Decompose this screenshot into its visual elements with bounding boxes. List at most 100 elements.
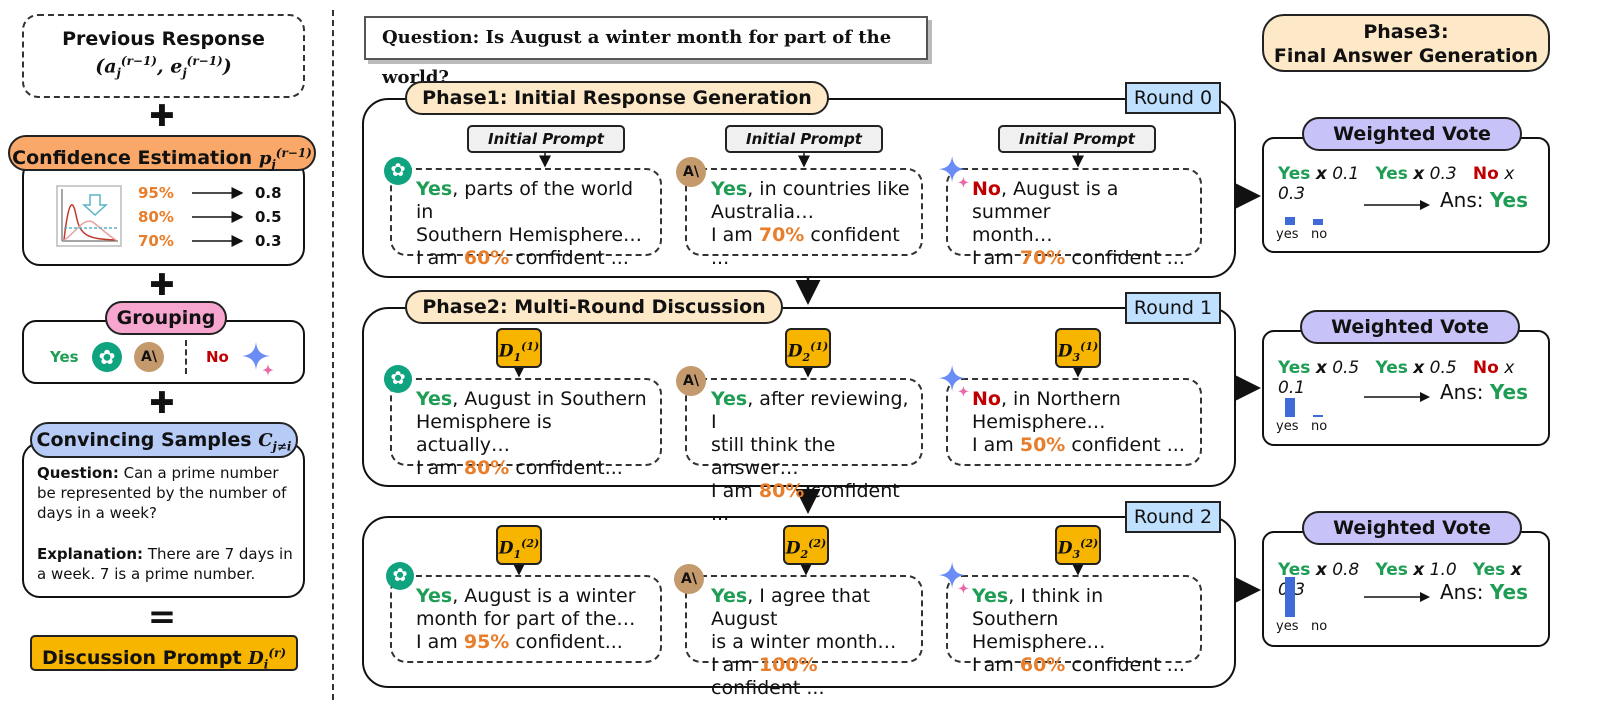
vote-answer-value: Yes (1489, 580, 1528, 604)
phase3-title-line1: Phase3: (1363, 21, 1449, 43)
convincing-samples-box (22, 442, 305, 598)
response-r1-gemini: No, in Northern Hemisphere… I am 50% con… (946, 378, 1202, 466)
vote-weights-round1: Yes x 0.5 Yes x 0.5 No x 0.1 (1278, 358, 1515, 398)
discussion-prompt-d2-r1: D2(1) (785, 328, 831, 368)
question-label: Question: (382, 27, 480, 48)
vote-bar-no-label: no (1311, 419, 1328, 434)
claude-avatar-icon: A\ (676, 157, 706, 187)
phase3-title-line2: Final Answer Generation (1273, 45, 1539, 67)
confidence-arrows (192, 187, 244, 247)
confidence-from-1: 95% (138, 184, 174, 202)
confidence-estimation-title: Confidence Estimation (12, 147, 253, 169)
vote-bar-no-label: no (1311, 227, 1328, 242)
discussion-prompt-d2-r2: D2(2) (783, 525, 829, 565)
vote-answer: Ans: Yes (1440, 380, 1528, 404)
convincing-samples-title: Convincing Samples (36, 429, 252, 451)
equals-sign: = (147, 597, 177, 637)
previous-response-formula: (aj(r−1), ej(r−1)) (95, 54, 232, 81)
grouping-title: Grouping (116, 307, 216, 329)
discussion-prompt-title: Discussion Prompt (41, 647, 242, 669)
phase2-header: Phase2: Multi-Round Discussion (405, 290, 783, 324)
vote-answer-value: Yes (1489, 380, 1528, 404)
vote-header-round2: Weighted Vote (1302, 511, 1522, 545)
previous-response-title: Previous Response (62, 28, 265, 50)
grouping-header: Grouping (105, 301, 227, 335)
vote-result-arrow (1364, 592, 1430, 602)
discussion-prompt-box: Discussion Prompt Di(r) (30, 635, 298, 672)
response-r0-gpt: Yes, parts of the world in Southern Hemi… (390, 168, 662, 269)
initial-prompt-gpt: Initial Prompt (467, 125, 625, 153)
vote-header-round1: Weighted Vote (1300, 310, 1520, 344)
confidence-to-3: 0.3 (255, 232, 282, 250)
grouping-yes-label: Yes (50, 348, 79, 366)
vote-panel-round1 (1262, 330, 1550, 446)
vote-bar-no-label: no (1311, 619, 1328, 634)
vote-weights-round0: Yes x 0.1 Yes x 0.3 No x 0.3 (1278, 164, 1515, 204)
claude-logo-icon: A\ (134, 342, 164, 372)
gemini-avatar-icon (938, 561, 970, 594)
phase2-title: Phase2: Multi-Round Discussion (422, 296, 766, 318)
confidence-from-3: 70% (138, 232, 174, 250)
vote-bar-yes (1285, 217, 1295, 225)
claude-avatar-icon: A\ (676, 366, 706, 396)
gemini-avatar-icon (938, 155, 970, 188)
convincing-explanation: Explanation: There are 7 days in a week.… (37, 544, 299, 584)
chatgpt-avatar-icon: ✿ (386, 562, 414, 590)
confidence-from-2: 80% (138, 208, 174, 226)
initial-prompt-gemini: Initial Prompt (998, 125, 1156, 153)
vote-result-arrow (1364, 200, 1430, 210)
plus-sign-3: ✚ (149, 386, 175, 421)
vote-answer: Ans: Yes (1440, 188, 1528, 212)
phase3-header: Phase3: Final Answer Generation (1262, 14, 1550, 72)
round1-badge: Round 1 (1125, 292, 1221, 324)
vote-weights-round2: Yes x 0.8 Yes x 1.0 Yes x 0.3 (1278, 560, 1522, 600)
section-divider (332, 10, 334, 700)
vote-answer-value: Yes (1489, 188, 1528, 212)
gemini-logo-icon (242, 342, 274, 376)
chatgpt-avatar-icon: ✿ (384, 365, 412, 393)
response-r2-gpt: Yes, August is a winter month for part o… (390, 575, 662, 663)
vote-bar-yes-label: yes (1276, 619, 1299, 634)
phase1-header: Phase1: Initial Response Generation (405, 81, 829, 115)
vote-answer: Ans: Yes (1440, 580, 1528, 604)
convincing-question-text: Can a prime number be represented by the… (37, 464, 287, 522)
discussion-prompt-symbol: Di(r) (248, 646, 287, 672)
vote-bar-yes (1285, 397, 1295, 417)
discussion-prompt-d3-r1: D3(1) (1055, 328, 1101, 368)
discussion-prompt-d1-r1: D1(1) (496, 328, 542, 368)
vote-answer-label: Ans: (1440, 580, 1490, 604)
response-r1-gpt: Yes, August in Southern Hemisphere is ac… (390, 378, 662, 479)
confidence-estimation-box (22, 158, 305, 266)
confidence-symbol: pj(r−1) (258, 146, 312, 172)
confidence-estimation-header: Confidence Estimation pj(r−1) (8, 135, 316, 172)
vote-panel-round2 (1262, 531, 1550, 647)
response-r0-gemini: No, August is a summer month… I am 70% c… (946, 168, 1202, 269)
convincing-explanation-text: There are 7 days in a week. 7 is a prime… (37, 545, 293, 583)
round2-badge: Round 2 (1125, 501, 1221, 533)
vote-panel-round0 (1262, 137, 1550, 253)
discussion-prompt-d3-r2: D3(2) (1055, 525, 1101, 565)
chatgpt-avatar-icon: ✿ (384, 157, 412, 185)
round0-badge: Round 0 (1125, 82, 1221, 114)
response-r2-gemini: Yes, I think in Southern Hemisphere… I a… (946, 575, 1202, 676)
convincing-samples-header: Convincing Samples Cj≠i (30, 422, 298, 458)
confidence-distribution-icon (56, 185, 122, 247)
vote-bar-yes-label: yes (1276, 227, 1299, 242)
previous-response-box: Previous Response (aj(r−1), ej(r−1)) (22, 14, 305, 98)
convincing-question-label: Question: (37, 464, 119, 482)
vote-result-arrow (1364, 392, 1430, 402)
vote-bar-no (1313, 219, 1323, 225)
response-r2-claude: Yes, I agree that August is a winter mon… (685, 575, 923, 699)
plus-sign-1: ✚ (149, 99, 175, 134)
response-r0-claude: Yes, in countries like Australia… I am 7… (685, 168, 923, 269)
claude-avatar-icon: A\ (674, 564, 704, 594)
discussion-prompt-d1-r2: D1(2) (496, 525, 542, 565)
confidence-to-1: 0.8 (255, 184, 282, 202)
convincing-symbol: Cj≠i (258, 430, 292, 454)
vote-answer-label: Ans: (1440, 380, 1490, 404)
vote-header-round0: Weighted Vote (1302, 117, 1522, 151)
vote-bar-yes (1285, 577, 1295, 617)
vote-bar-yes-label: yes (1276, 419, 1299, 434)
grouping-no-label: No (206, 348, 229, 366)
chatgpt-logo-icon: ✿ (92, 342, 122, 372)
